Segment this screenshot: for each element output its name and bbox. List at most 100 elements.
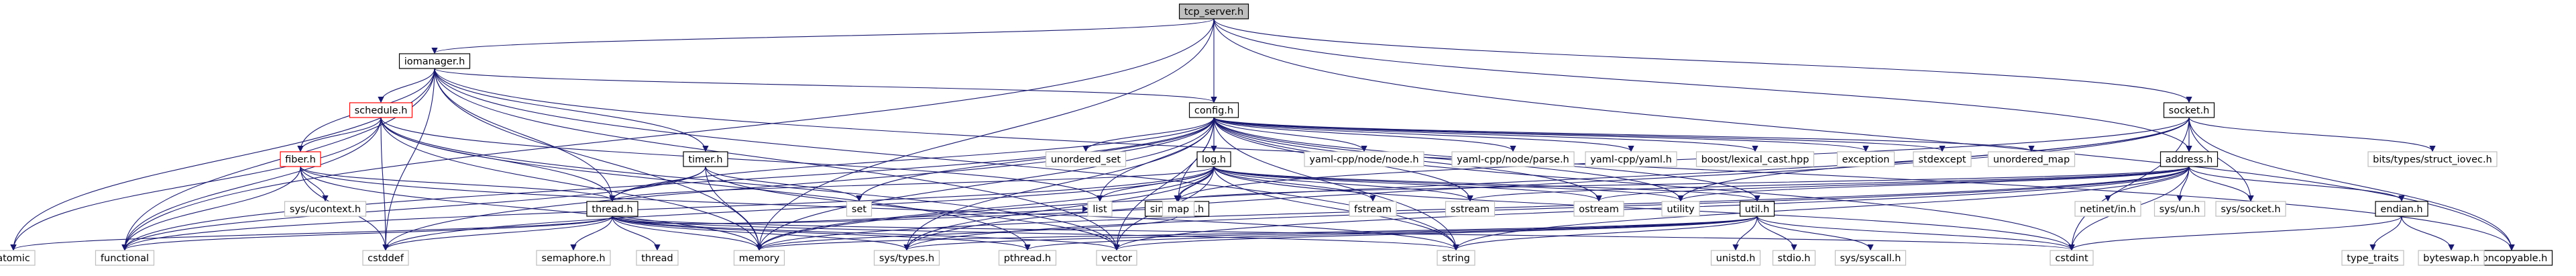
- node-vector: vector: [1096, 250, 1137, 266]
- node-box: [683, 151, 728, 167]
- node-label: tcp_server.h: [1184, 7, 1243, 17]
- node-box: [1087, 201, 1113, 217]
- node-label: log.h: [1202, 154, 1226, 165]
- edge-config-to-unordered_map: [1213, 117, 2031, 151]
- node-box: [1349, 201, 1397, 217]
- edge-thread-to-vector: [612, 216, 1117, 250]
- edge-config-to-memory: [759, 117, 1215, 250]
- node-socket[interactable]: socket.h: [2163, 102, 2215, 118]
- node-thread[interactable]: thread.h: [586, 201, 638, 217]
- node-log[interactable]: log.h: [1196, 151, 1231, 167]
- node-box: [2160, 151, 2219, 167]
- node-config[interactable]: config.h: [1188, 102, 1239, 118]
- node-label: pthread.h: [1004, 253, 1052, 264]
- edge-iomanager-to-vector: [434, 68, 1117, 250]
- node-box: [1304, 151, 1424, 167]
- node-label: vector: [1101, 253, 1132, 264]
- edges-layer: [13, 18, 2512, 250]
- edge-util-to-stdio: [1756, 216, 1794, 250]
- node-box: [536, 250, 611, 266]
- node-label: stdexcept: [1918, 154, 1966, 165]
- node-label: iomanager.h: [404, 56, 465, 67]
- edge-endian-to-type_traits: [2373, 216, 2402, 250]
- node-netinet-in: netinet/in.h: [2074, 201, 2141, 217]
- edge-singleton-to-memory: [759, 216, 1178, 250]
- edge-log-to-utility: [1213, 166, 1681, 201]
- node-box: [2367, 151, 2498, 167]
- node-box: [1196, 151, 1231, 167]
- node-stdio: stdio.h: [1772, 250, 1816, 266]
- edge-socket-to-cstdint: [2072, 117, 2190, 250]
- edge-iomanager-to-schedule: [381, 68, 435, 102]
- edge-util-to-sys_syscall: [1756, 216, 1870, 250]
- node-timer[interactable]: timer.h: [683, 151, 728, 167]
- edge-tcp_server-to-iomanager: [435, 18, 1215, 53]
- node-box: [1045, 151, 1127, 167]
- node-box: [0, 250, 36, 266]
- node-string: string: [1437, 250, 1475, 266]
- node-atomic: atomic: [0, 250, 36, 266]
- node-bits-iovec: bits/types/struct_iovec.h: [2367, 151, 2498, 167]
- node-box: [95, 250, 155, 266]
- edge-config-to-yaml_parse: [1213, 117, 1513, 151]
- edge-thread-to-memory: [612, 216, 759, 250]
- node-noncopyable[interactable]: noncopyable.h: [2470, 250, 2553, 266]
- node-box: [2163, 102, 2215, 118]
- edge-endian-to-byteswap: [2401, 216, 2451, 250]
- node-util[interactable]: util.h: [1739, 201, 1775, 217]
- edge-config-to-functional: [125, 117, 1215, 250]
- edge-log-to-ostream: [1213, 166, 1599, 201]
- node-label: socket.h: [2169, 105, 2210, 116]
- node-label: atomic: [0, 253, 30, 264]
- node-schedule[interactable]: schedule.h: [349, 102, 413, 118]
- node-sys-un: sys/un.h: [2153, 201, 2206, 217]
- edge-socket-to-map: [1178, 117, 2190, 201]
- edge-config-to-utility: [1213, 117, 1681, 201]
- edge-log-to-fstream: [1213, 166, 1373, 201]
- node-box: [1096, 250, 1137, 266]
- node-functional: functional: [95, 250, 155, 266]
- node-yaml-parse: yaml-cpp/node/parse.h: [1451, 151, 1575, 167]
- node-sys-syscall: sys/syscall.h: [1834, 250, 1907, 266]
- edge-schedule-to-functional: [125, 117, 382, 250]
- node-label: ostream: [1579, 204, 1619, 215]
- node-sys-ucontext: sys/ucontext.h: [284, 201, 367, 217]
- node-boost-lexical: boost/lexical_cast.hpp: [1695, 151, 1815, 167]
- edge-tcp_server-to-address: [1213, 18, 2189, 151]
- node-thread-std: thread: [636, 250, 679, 266]
- node-tcp-server[interactable]: tcp_server.h: [1178, 3, 1249, 19]
- node-type-traits: type_traits: [2341, 250, 2404, 266]
- node-box: [349, 102, 413, 118]
- edge-config-to-cstddef: [386, 117, 1215, 250]
- edge-config-to-unordered_set: [1086, 117, 1215, 151]
- node-box: [1695, 151, 1815, 167]
- edge-log-to-util: [1213, 166, 1757, 201]
- edge-thread-to-semaphore: [573, 216, 613, 250]
- node-fstream: fstream: [1349, 201, 1397, 217]
- node-label: type_traits: [2347, 253, 2398, 264]
- node-box: [1772, 250, 1816, 266]
- node-endian[interactable]: endian.h: [2375, 201, 2428, 217]
- node-box: [586, 201, 638, 217]
- node-unordered-map: unordered_map: [1987, 151, 2076, 167]
- node-box: [1834, 250, 1907, 266]
- edge-schedule-to-atomic: [13, 117, 382, 250]
- node-box: [2215, 201, 2286, 217]
- edge-fiber-to-sys_ucontext: [300, 166, 325, 201]
- edge-iomanager-to-config: [434, 68, 1214, 102]
- edge-tcp_server-to-socket: [1213, 18, 2189, 102]
- node-iomanager[interactable]: iomanager.h: [398, 53, 471, 69]
- node-box: [998, 250, 1057, 266]
- edge-util-to-pthread: [1027, 216, 1758, 250]
- node-pthread: pthread.h: [998, 250, 1057, 266]
- edge-socket-to-noncopyable: [2188, 117, 2512, 250]
- edge-config-to-boost_lexical: [1213, 117, 1755, 151]
- node-fiber[interactable]: fiber.h: [280, 151, 321, 167]
- node-box: [733, 250, 785, 266]
- node-address[interactable]: address.h: [2160, 151, 2219, 167]
- node-unistd: unistd.h: [1710, 250, 1761, 266]
- node-box: [1661, 201, 1700, 217]
- edge-util-to-vector: [1117, 216, 1758, 250]
- edge-iomanager-to-functional: [125, 68, 435, 250]
